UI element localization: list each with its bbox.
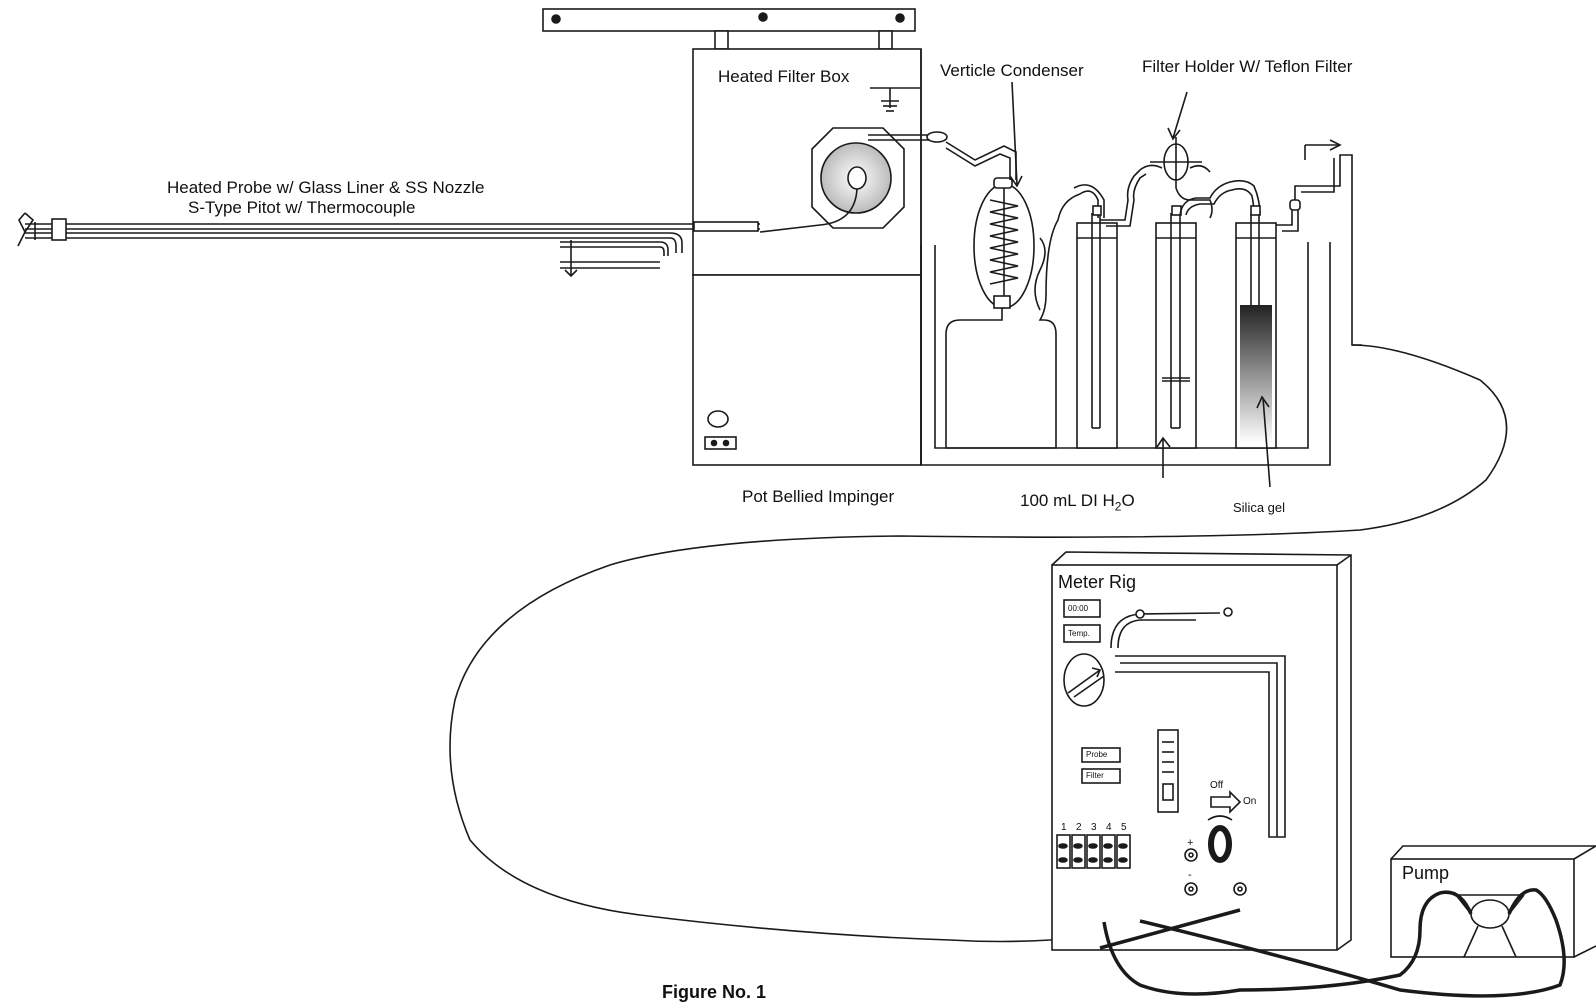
heated-filter-box-label: Heated Filter Box xyxy=(718,67,850,86)
filter-holder-inbox xyxy=(759,127,948,233)
impinger-3 xyxy=(1155,179,1261,478)
pot-bellied-impinger xyxy=(945,184,1105,449)
pitot-label: S-Type Pitot w/ Thermocouple xyxy=(188,198,416,217)
plus-label: + xyxy=(1187,837,1194,849)
ice-bath xyxy=(920,242,1331,466)
filter-holder-teflon xyxy=(1139,91,1213,219)
timer-display: 00:00 xyxy=(1068,604,1089,613)
filter-button[interactable]: Filter xyxy=(1086,771,1104,780)
channel-label-5: 5 xyxy=(1121,822,1127,833)
minus-label: - xyxy=(1188,869,1192,881)
pump-label: Pump xyxy=(1402,863,1450,883)
heated-filter-box xyxy=(692,48,922,466)
pump-hoses xyxy=(1099,888,1566,998)
pump-box xyxy=(1390,845,1596,958)
figure-caption: Figure No. 1 xyxy=(662,982,767,1002)
pot-bellied-label: Pot Bellied Impinger xyxy=(742,487,895,506)
channel-label-3: 3 xyxy=(1091,822,1097,833)
umbilical-cord xyxy=(449,344,1508,943)
heated-probe xyxy=(17,212,760,278)
meter-rig-label: Meter Rig xyxy=(1058,572,1137,592)
off-label: Off xyxy=(1210,780,1224,791)
on-label: On xyxy=(1243,796,1257,807)
verticle-condenser-label: Verticle Condenser xyxy=(940,61,1084,80)
probe-button[interactable]: Probe xyxy=(1086,750,1108,759)
channel-label-1: 1 xyxy=(1061,822,1067,833)
impinger-4 xyxy=(1235,139,1362,488)
filter-holder-label: Filter Holder W/ Teflon Filter xyxy=(1142,57,1353,76)
impinger-2 xyxy=(1076,169,1147,449)
verticle-condenser xyxy=(945,81,1046,311)
meter-rig-box xyxy=(1051,551,1352,951)
channel-label-4: 4 xyxy=(1106,822,1112,833)
di-water-label: 100 mL DI H2O xyxy=(1020,491,1135,514)
silica-gel-label: Silica gel xyxy=(1233,500,1286,515)
channel-label-2: 2 xyxy=(1076,822,1082,833)
channel-switches xyxy=(1056,834,1131,869)
heated-probe-label: Heated Probe w/ Glass Liner & SS Nozzle xyxy=(167,178,485,197)
mounting-bar xyxy=(542,8,916,50)
temp-display: Temp. xyxy=(1068,629,1090,638)
